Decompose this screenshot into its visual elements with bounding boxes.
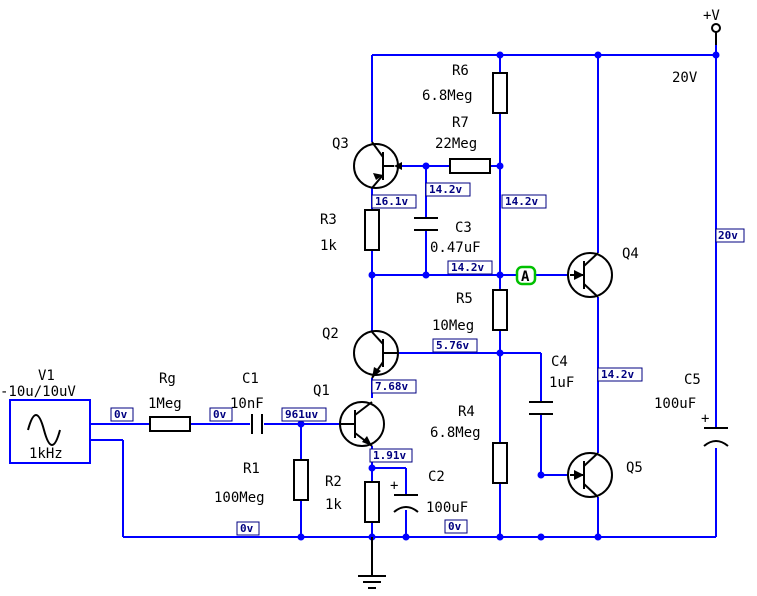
transistor-q1[interactable]: Q1	[313, 383, 385, 447]
transistor-q4[interactable]: Q4	[567, 246, 639, 298]
supply-label: +V	[703, 8, 720, 24]
svg-text:1Meg: 1Meg	[148, 396, 182, 412]
capacitor-c4[interactable]: C4 1uF	[529, 354, 574, 415]
svg-text:Q1: Q1	[313, 383, 330, 399]
transistor-q2[interactable]: Q2	[322, 326, 399, 379]
resistor-r4[interactable]: R4 6.8Meg	[430, 404, 508, 484]
svg-text:14.2v: 14.2v	[601, 368, 634, 381]
svg-text:Q4: Q4	[622, 246, 639, 262]
svg-text:R4: R4	[458, 404, 475, 420]
svg-text:14.2v: 14.2v	[451, 261, 484, 274]
svg-text:1k: 1k	[325, 497, 342, 513]
svg-text:100Meg: 100Meg	[214, 490, 265, 506]
supply-value: 20V	[672, 70, 698, 86]
voltage-label: 16.1v	[371, 194, 417, 209]
svg-text:0v: 0v	[114, 408, 128, 421]
svg-text:5.76v: 5.76v	[436, 339, 469, 352]
voltage-label: 14.2v	[447, 260, 493, 275]
source-value: -10u/10uV	[0, 384, 76, 400]
svg-text:14.2v: 14.2v	[505, 195, 538, 208]
voltage-label: 1.91v	[369, 448, 413, 463]
sine-wave-icon	[27, 414, 61, 446]
svg-text:R3: R3	[320, 212, 337, 228]
svg-text:Rg: Rg	[159, 371, 176, 387]
ground-icon	[358, 537, 386, 589]
svg-text:Q2: Q2	[322, 326, 339, 342]
capacitor-c2[interactable]: + C2 100uF	[390, 469, 468, 516]
svg-text:C1: C1	[242, 371, 259, 387]
svg-text:C5: C5	[684, 372, 701, 388]
transistor-q3[interactable]: Q3	[332, 136, 402, 189]
svg-text:C2: C2	[428, 469, 445, 485]
voltage-label: 0v	[444, 519, 468, 534]
svg-text:0v: 0v	[448, 520, 462, 533]
svg-text:A: A	[521, 269, 530, 285]
svg-text:R5: R5	[456, 291, 473, 307]
svg-text:20v: 20v	[718, 229, 738, 242]
svg-text:16.1v: 16.1v	[375, 195, 408, 208]
svg-text:0v: 0v	[240, 522, 254, 535]
svg-text:7.68v: 7.68v	[375, 380, 408, 393]
voltage-label: 14.2v	[501, 194, 547, 209]
svg-text:R6: R6	[452, 63, 469, 79]
transistor-q5[interactable]: Q5	[567, 452, 643, 498]
resistor-r2[interactable]: R2 1k	[325, 474, 380, 523]
polarity-plus-icon: +	[701, 411, 709, 427]
voltage-label: 7.68v	[371, 379, 417, 394]
voltage-label: 5.76v	[432, 338, 478, 353]
svg-text:14.2v: 14.2v	[429, 183, 462, 196]
supply-terminal: +V 20V	[672, 8, 721, 86]
svg-text:10Meg: 10Meg	[432, 318, 474, 334]
polarity-plus-icon: +	[390, 478, 398, 494]
voltage-labels: 0v 0v 961uv 1.91v 7.68v 0v 0v 5.76v 16.1…	[110, 182, 745, 536]
svg-text:Q5: Q5	[626, 460, 643, 476]
source-v1[interactable]: V1 -10u/10uV 1kHz	[0, 368, 91, 464]
svg-text:C3: C3	[455, 220, 472, 236]
resistor-r6[interactable]: R6 6.8Meg	[422, 63, 508, 114]
svg-text:10nF: 10nF	[230, 396, 264, 412]
source-freq: 1kHz	[29, 446, 63, 462]
source-name: V1	[38, 368, 55, 384]
svg-text:6.8Meg: 6.8Meg	[430, 425, 481, 441]
svg-text:0.47uF: 0.47uF	[430, 240, 481, 256]
capacitor-c1[interactable]: C1 10nF	[230, 371, 264, 434]
voltage-label: 20v	[715, 228, 745, 243]
resistor-r3[interactable]: R3 1k	[320, 209, 380, 254]
voltage-label: 961uv	[281, 407, 327, 422]
resistor-r5[interactable]: R5 10Meg	[432, 289, 508, 334]
voltage-label: 14.2v	[597, 367, 643, 382]
svg-text:1uF: 1uF	[549, 375, 574, 391]
svg-text:961uv: 961uv	[285, 408, 318, 421]
svg-text:6.8Meg: 6.8Meg	[422, 88, 473, 104]
svg-text:100uF: 100uF	[426, 500, 468, 516]
voltage-label: 0v	[110, 407, 134, 422]
svg-text:R7: R7	[452, 115, 469, 131]
svg-text:C4: C4	[551, 354, 568, 370]
resistor-r1[interactable]: R1 100Meg	[214, 459, 309, 506]
svg-text:0v: 0v	[213, 408, 227, 421]
capacitor-c5[interactable]: + C5 100uF	[654, 372, 729, 447]
probe-a[interactable]: A	[515, 265, 537, 286]
svg-text:1.91v: 1.91v	[373, 449, 406, 462]
resistor-rg[interactable]: Rg 1Meg	[148, 371, 191, 432]
voltage-label: 0v	[209, 407, 233, 422]
svg-text:1k: 1k	[320, 238, 337, 254]
voltage-label: 14.2v	[425, 182, 471, 197]
voltage-label: 0v	[236, 521, 260, 536]
svg-text:Q3: Q3	[332, 136, 349, 152]
svg-text:22Meg: 22Meg	[435, 136, 477, 152]
svg-text:R2: R2	[325, 474, 342, 490]
junction-dots	[297, 51, 720, 541]
svg-text:R1: R1	[243, 461, 260, 477]
resistor-r7[interactable]: R7 22Meg	[435, 115, 491, 174]
capacitor-c3[interactable]: C3 0.47uF	[414, 217, 481, 256]
svg-text:100uF: 100uF	[654, 396, 696, 412]
